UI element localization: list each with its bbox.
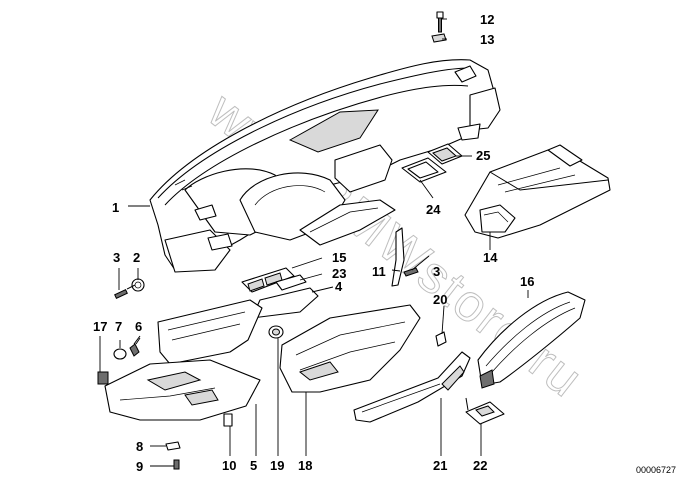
- dashboard-part-1: [149, 59, 501, 273]
- callout-15: 15: [332, 250, 346, 265]
- cap-part-7: [113, 348, 127, 360]
- callout-18: 18: [298, 458, 312, 473]
- callout-14: 14: [483, 250, 498, 265]
- callout-20: 20: [433, 292, 447, 307]
- lower-rail-part-21: [353, 351, 471, 423]
- callout-5: 5: [250, 458, 257, 473]
- callout-4: 4: [335, 279, 343, 294]
- screw-part-12: [436, 11, 444, 33]
- callout-1: 1: [112, 200, 119, 215]
- cap-part-2: [131, 278, 145, 292]
- glove-box-part-18: [279, 304, 421, 393]
- clip-part-20: [435, 331, 447, 347]
- clip-part-8: [165, 441, 181, 451]
- callout-17: 17: [93, 319, 107, 334]
- callout-3-left: 3: [113, 250, 120, 265]
- callout-13: 13: [480, 32, 494, 47]
- side-panel-part-14: [464, 144, 611, 239]
- callout-6: 6: [135, 319, 142, 334]
- trim-part-23: [275, 274, 307, 291]
- callout-11: 11: [372, 264, 386, 279]
- screw-part-6: [129, 335, 141, 357]
- callout-19: 19: [270, 458, 284, 473]
- callout-3-right: 3: [433, 264, 440, 279]
- knee-panel-part-5: [104, 359, 261, 421]
- callout-2: 2: [133, 250, 140, 265]
- callout-21: 21: [433, 458, 447, 473]
- callout-9: 9: [136, 459, 143, 474]
- grommet-part-19: [268, 325, 284, 339]
- storage-tray-left: [157, 299, 263, 365]
- clip-nut-part-13: [431, 33, 447, 43]
- screw-part-3-right: [403, 267, 419, 277]
- callout-23: 23: [332, 266, 346, 281]
- callout-numbers: 1 2 3 3 4 5 6 7 8 9 10 11 12 13 14 15 16…: [93, 12, 534, 474]
- lower-trim-part-4: [251, 287, 319, 319]
- diagram-reference-code: 00006727: [636, 465, 676, 475]
- callout-16: 16: [520, 274, 534, 289]
- callout-8: 8: [136, 439, 143, 454]
- callout-12: 12: [480, 12, 494, 27]
- callout-7: 7: [115, 319, 122, 334]
- callout-22: 22: [473, 458, 487, 473]
- screw-part-3-left: [114, 284, 136, 300]
- plug-part-10: [223, 413, 233, 427]
- clip-part-17: [97, 371, 109, 385]
- callout-10: 10: [222, 458, 236, 473]
- screw-part-9: [173, 459, 180, 470]
- cover-part-22: [465, 397, 505, 425]
- leader-lines: [99, 18, 529, 467]
- trim-part-24: [401, 157, 447, 183]
- bracket-part-11: [391, 227, 405, 287]
- callout-25: 25: [476, 148, 490, 163]
- callout-24: 24: [426, 202, 441, 217]
- trim-panel-part-16: [477, 291, 586, 389]
